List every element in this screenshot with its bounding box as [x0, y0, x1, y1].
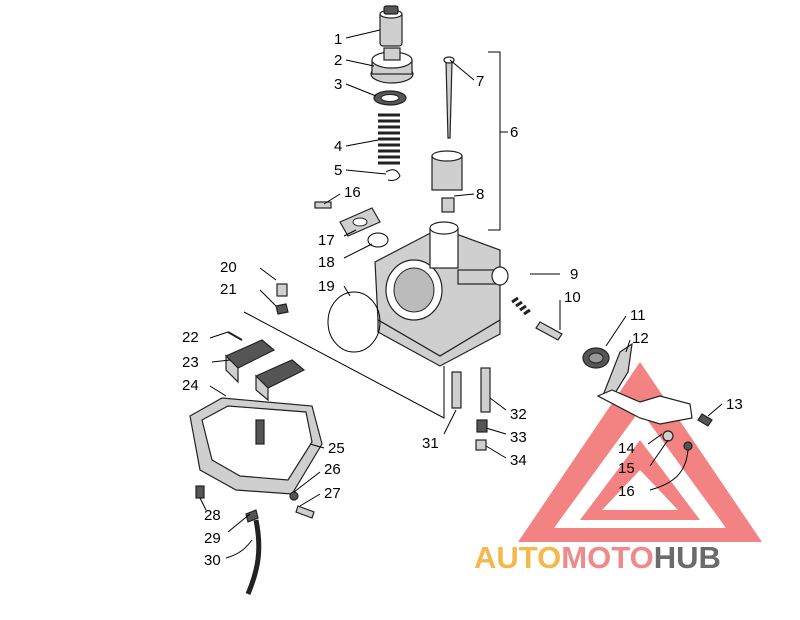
- watermark-auto: AUTO: [474, 540, 561, 575]
- callout-10: 10: [564, 289, 581, 306]
- callout-14: 14: [618, 440, 635, 457]
- callout-29: 29: [204, 530, 221, 547]
- part-10-screw: [535, 321, 563, 341]
- callout-26: 26: [324, 461, 341, 478]
- leader-lines: [199, 29, 723, 559]
- watermark-triangle: [518, 362, 762, 542]
- part-14-15-16-small: [662, 430, 693, 451]
- throttle-bracket: [596, 389, 693, 425]
- callout-20: 20: [220, 259, 237, 276]
- callout-28: 28: [204, 507, 221, 524]
- part-1-cap: [379, 5, 403, 47]
- watermark-hub: HUB: [654, 540, 721, 575]
- callout-13: 13: [726, 396, 743, 413]
- part-34-jet: [475, 439, 487, 451]
- callout-27: 27: [324, 485, 341, 502]
- part-4-spring: [378, 113, 400, 165]
- part-21-clip: [275, 303, 289, 315]
- part-20-valve: [276, 283, 288, 297]
- callout-33: 33: [510, 429, 527, 446]
- part-31-jet: [451, 371, 462, 409]
- callout-21: 21: [220, 281, 237, 298]
- part-22-pin: [227, 331, 243, 341]
- part-3-washer: [373, 90, 407, 106]
- part-33-jet: [476, 419, 488, 433]
- part-27-drain-screw: [295, 505, 315, 519]
- callout-15: 15: [618, 460, 635, 477]
- callout-23: 23: [182, 354, 199, 371]
- callout-25: 25: [328, 440, 345, 457]
- part-5-clip: [385, 169, 401, 181]
- callout-11: 11: [630, 307, 646, 324]
- part-28-screw: [195, 485, 205, 499]
- part-11-coil: [582, 347, 610, 369]
- callout-3: 3: [334, 76, 342, 93]
- callout-9: 9: [570, 266, 578, 283]
- part-24-25-float-bowl: [189, 397, 323, 495]
- part-9-spring: [511, 296, 531, 316]
- callout-32: 32: [510, 406, 527, 423]
- part-32-needle-jet: [480, 367, 491, 413]
- callout-17: 17: [318, 232, 335, 249]
- watermark-logo-text: AUTOMOTOHUB: [474, 540, 721, 575]
- callout-34: 34: [510, 452, 527, 469]
- part-23-floats: [224, 339, 306, 402]
- callout-18: 18: [318, 254, 335, 271]
- svg-text:AUTOMOTOHUB: AUTOMOTOHUB: [474, 540, 721, 575]
- watermark-moto: MOTO: [561, 540, 653, 575]
- callout-22: 22: [182, 329, 199, 346]
- part-8-jet: [441, 197, 455, 213]
- callout-19: 19: [318, 278, 335, 295]
- callout-2: 2: [334, 52, 342, 69]
- part-18-o-ring: [367, 232, 389, 248]
- part-7-needle: [443, 56, 455, 139]
- callout-24: 24: [182, 377, 199, 394]
- part-13-screw: [697, 413, 713, 427]
- callout-6: 6: [510, 124, 518, 141]
- part-29-clamp: [245, 509, 259, 523]
- callout-16-lower: 16: [618, 483, 635, 500]
- callout-8: 8: [476, 186, 484, 203]
- callout-16-upper: 16: [344, 184, 361, 201]
- carburetor-body: [374, 221, 509, 367]
- part-12-lever: [601, 342, 633, 399]
- callout-1: 1: [334, 31, 342, 48]
- callout-7: 7: [476, 73, 484, 90]
- part-16-screw-upper: [314, 201, 332, 209]
- part-26-o-ring: [289, 491, 299, 501]
- part-19-gasket: [327, 291, 381, 353]
- callout-labels: 1 2 3 4 5 6 7 8 9 10 11 12 13 14 15 16 1…: [182, 31, 743, 569]
- part-17-plate: [339, 207, 381, 237]
- callout-5: 5: [334, 162, 342, 179]
- callout-30: 30: [204, 552, 221, 569]
- part-2-top-nut: [370, 47, 414, 84]
- callout-12: 12: [632, 330, 649, 347]
- part-30-hose: [245, 519, 262, 595]
- callout-31: 31: [422, 435, 439, 452]
- throttle-slide: [431, 150, 463, 191]
- callout-4: 4: [334, 138, 342, 155]
